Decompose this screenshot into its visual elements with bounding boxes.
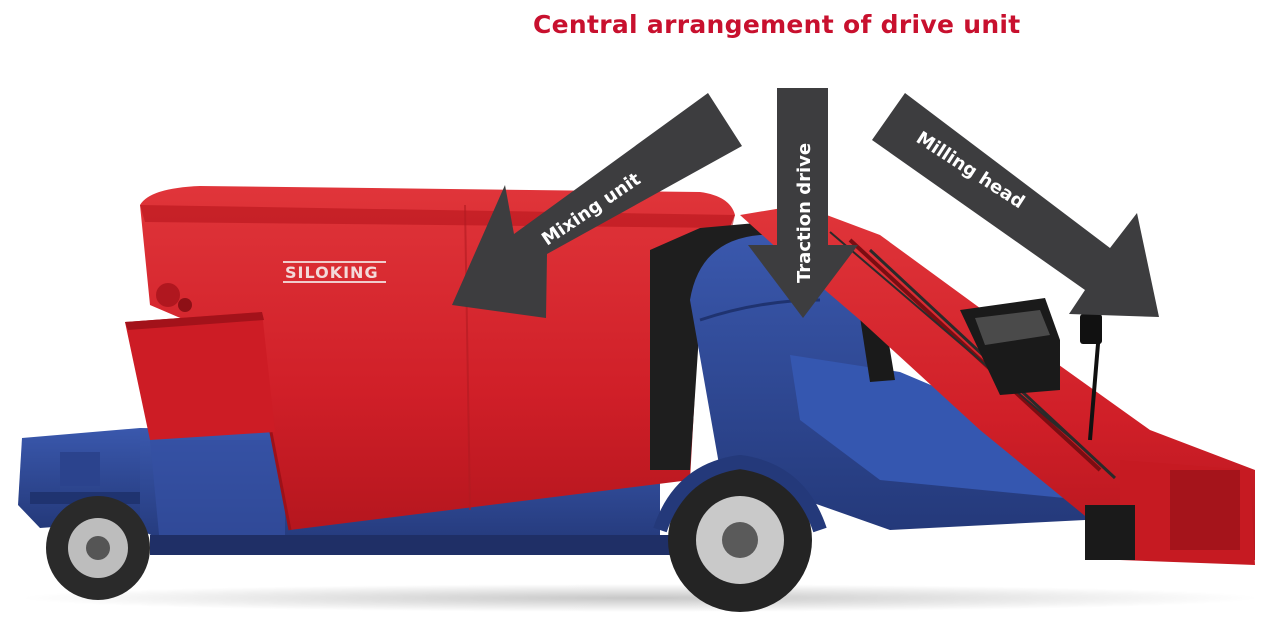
rear-wheel <box>46 496 150 600</box>
brand-plate: SILOKING <box>283 261 386 283</box>
mixer-hopper <box>125 186 735 531</box>
operator-cab <box>960 298 1102 441</box>
chassis-beam <box>150 535 710 555</box>
brand-logo: SILOKING <box>285 263 379 282</box>
front-wheel <box>653 454 827 612</box>
arrow-traction-drive-icon: Traction drive <box>748 88 858 318</box>
diagram-title: Central arrangement of drive unit <box>533 10 1021 39</box>
arrow-label-traction-drive: Traction drive <box>794 143 815 283</box>
ground-shadow <box>20 584 1260 612</box>
drive-housing <box>690 235 1085 530</box>
